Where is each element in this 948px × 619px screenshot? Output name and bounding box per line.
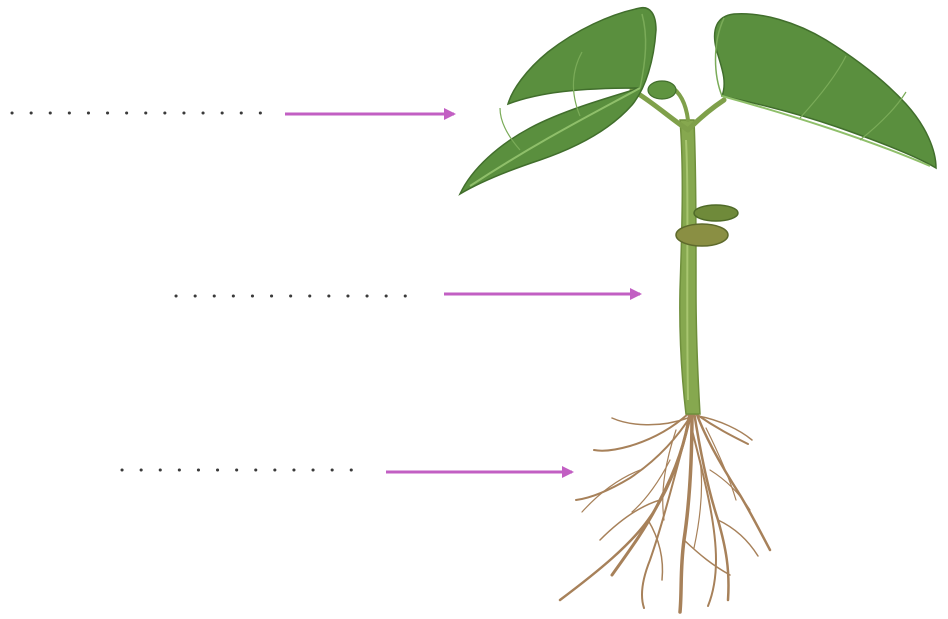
bud-leaf: [648, 81, 676, 99]
cotyledon-right: [694, 205, 738, 221]
petiole-right: [690, 100, 724, 128]
leaf-left: [460, 8, 656, 194]
plant-illustration: [460, 8, 936, 612]
stem: [680, 120, 700, 414]
leaf-right: [715, 14, 936, 168]
roots: [560, 412, 770, 612]
cotyledon-left: [676, 224, 728, 246]
